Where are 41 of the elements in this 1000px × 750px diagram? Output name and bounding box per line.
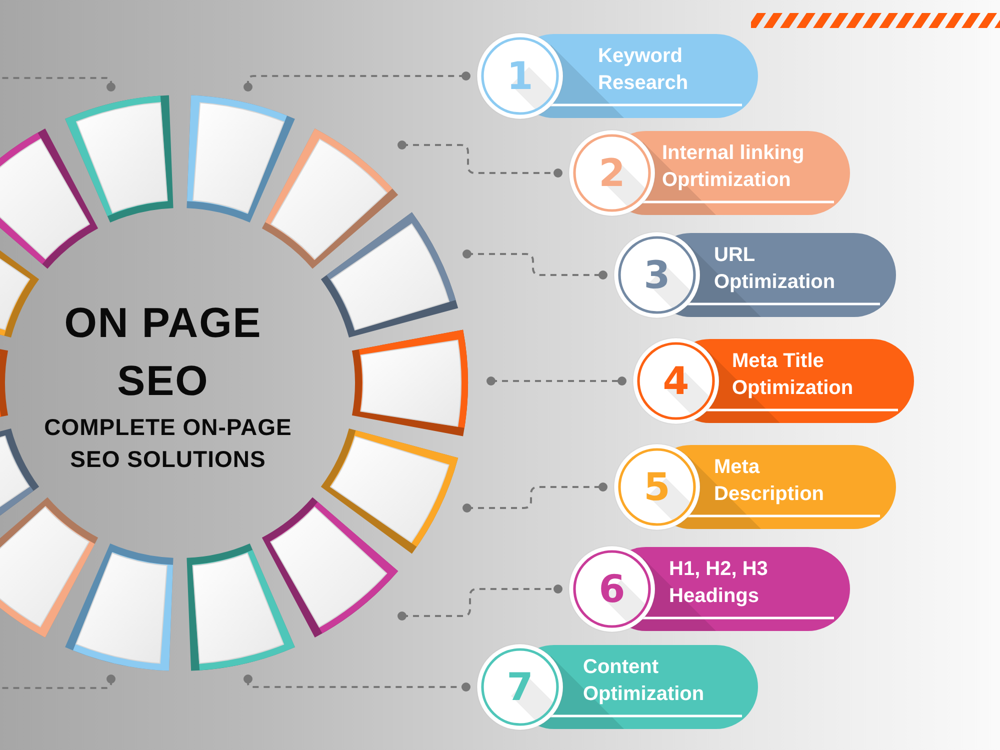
step-number: 1 xyxy=(506,57,534,95)
dashed-connector xyxy=(398,584,562,620)
step-pill xyxy=(613,443,896,531)
ring-segment xyxy=(64,94,175,224)
ring-segment xyxy=(185,542,296,672)
step-pill xyxy=(568,129,850,217)
step-pill xyxy=(613,231,896,319)
step-label: URL Optimization xyxy=(714,242,836,294)
step-label: Keyword Research xyxy=(598,44,690,96)
step-label: Meta Title Optimization xyxy=(732,348,854,400)
ring-segment xyxy=(0,496,100,639)
step-pill xyxy=(632,337,914,425)
dashed-connector xyxy=(486,376,626,386)
dashed-connector xyxy=(244,72,470,92)
ring-segment xyxy=(64,542,175,672)
step-number: 5 xyxy=(644,468,670,506)
subtitle: COMPLETE ON-PAGE SEO SOLUTIONS xyxy=(43,413,293,474)
ring-segment xyxy=(260,496,400,639)
step-label: H1, H2, H3 Headings xyxy=(669,556,769,608)
step-pill xyxy=(568,545,850,633)
dashed-connector xyxy=(244,674,470,692)
step-pill xyxy=(476,32,758,120)
title: ON PAGE SEO xyxy=(63,298,263,406)
step-number: 4 xyxy=(662,362,690,400)
dashed-connector xyxy=(0,77,116,92)
ring-segment xyxy=(350,328,469,438)
step-number: 6 xyxy=(598,570,626,608)
step-pill xyxy=(476,643,758,731)
step-label: Content Optimization xyxy=(583,654,706,706)
ring-segment xyxy=(319,211,460,339)
step-number: 3 xyxy=(644,256,670,294)
step-label: Meta Description xyxy=(714,454,826,506)
ring-segment xyxy=(0,127,100,270)
dashed-connector xyxy=(462,482,608,512)
step-label: Internal linking Oprtimization xyxy=(662,140,806,192)
dashed-connector xyxy=(0,674,116,689)
step-number: 2 xyxy=(598,154,626,192)
ring-segment xyxy=(185,94,296,224)
dashed-connector xyxy=(462,250,608,280)
dashed-connector xyxy=(398,140,562,178)
step-number: 7 xyxy=(506,668,534,706)
